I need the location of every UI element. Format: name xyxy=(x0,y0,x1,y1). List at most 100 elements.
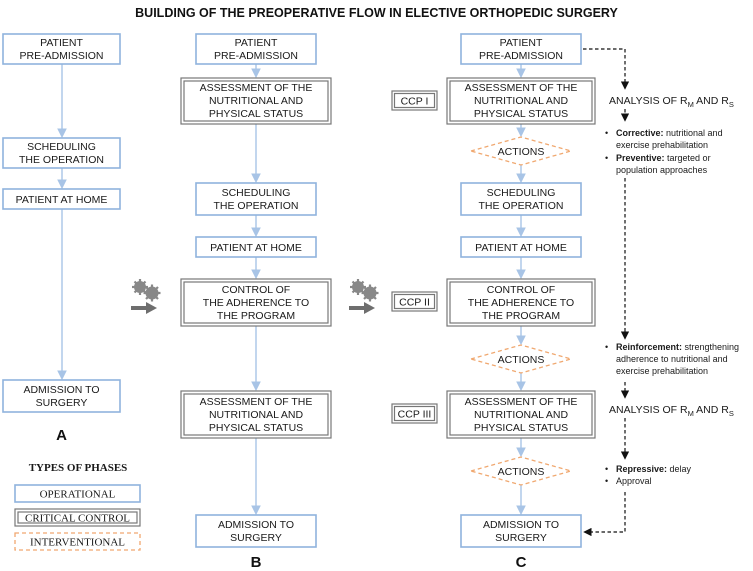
svg-text:PATIENT: PATIENT xyxy=(500,37,543,49)
svg-text:ASSESSMENT OF THE: ASSESSMENT OF THE xyxy=(465,396,578,408)
side-annotations: ANALYSIS OF RM AND RS • Corrective: nutr… xyxy=(583,48,739,537)
svg-text:SURGERY: SURGERY xyxy=(495,532,547,544)
c-actions-diamond-2: ACTIONS xyxy=(468,344,574,374)
svg-text:NUTRITIONAL AND: NUTRITIONAL AND xyxy=(474,95,569,107)
legend-interventional: INTERVENTIONAL xyxy=(14,532,141,551)
a-patient-at-home-box: PATIENT AT HOME xyxy=(2,188,121,210)
legend-title: TYPES OF PHASES xyxy=(29,462,128,474)
svg-text:exercise prehabilitation: exercise prehabilitation xyxy=(616,366,708,376)
column-c-letter: C xyxy=(516,554,527,571)
svg-text:CRITICAL CONTROL: CRITICAL CONTROL xyxy=(25,513,130,525)
column-b: PATIENT PRE-ADMISSION ASSESSMENT OF THE … xyxy=(180,33,332,571)
svg-text:PATIENT AT HOME: PATIENT AT HOME xyxy=(16,194,108,206)
diagram-title: BUILDING OF THE PREOPERATIVE FLOW IN ELE… xyxy=(135,6,618,20)
column-c: PATIENT PRE-ADMISSION ASSESSMENT OF THE … xyxy=(391,33,596,571)
right-arrow-icon xyxy=(349,302,375,314)
svg-text:ADMISSION TO: ADMISSION TO xyxy=(218,519,294,531)
svg-text:ADMISSION TO: ADMISSION TO xyxy=(483,519,559,531)
svg-text:Reinforcement: strengthening: Reinforcement: strengthening xyxy=(616,342,739,352)
svg-text:THE PROGRAM: THE PROGRAM xyxy=(482,310,560,322)
svg-text:population approaches: population approaches xyxy=(616,165,708,175)
svg-text:CONTROL OF: CONTROL OF xyxy=(222,284,290,296)
svg-text:•: • xyxy=(605,342,608,352)
c-actions-diamond-1: ACTIONS xyxy=(468,136,574,166)
c-scheduling-box: SCHEDULING THE OPERATION xyxy=(460,182,582,216)
b-assessment-box-1: ASSESSMENT OF THE NUTRITIONAL AND PHYSIC… xyxy=(180,77,332,125)
ccp-3-label: CCP III xyxy=(391,403,438,424)
svg-text:NUTRITIONAL AND: NUTRITIONAL AND xyxy=(209,95,304,107)
svg-text:ASSESSMENT OF THE: ASSESSMENT OF THE xyxy=(200,82,313,94)
svg-text:PATIENT: PATIENT xyxy=(235,37,278,49)
gears-icon xyxy=(350,279,379,302)
b-assessment-box-2: ASSESSMENT OF THE NUTRITIONAL AND PHYSIC… xyxy=(180,390,332,439)
c-assessment-box-2: ASSESSMENT OF THE NUTRITIONAL AND PHYSIC… xyxy=(446,390,596,439)
column-a-letter: A xyxy=(56,427,67,444)
legend: TYPES OF PHASES OPERATIONAL CRITICAL CON… xyxy=(14,462,141,551)
c-assessment-box-1: ASSESSMENT OF THE NUTRITIONAL AND PHYSIC… xyxy=(446,77,596,125)
svg-text:CCP I: CCP I xyxy=(401,96,429,108)
c-patient-at-home-box: PATIENT AT HOME xyxy=(460,236,582,258)
b-patient-at-home-box: PATIENT AT HOME xyxy=(195,236,317,258)
svg-text:PATIENT AT HOME: PATIENT AT HOME xyxy=(475,242,567,254)
c-actions-diamond-3: ACTIONS xyxy=(468,456,574,486)
svg-text:PHYSICAL STATUS: PHYSICAL STATUS xyxy=(209,108,303,120)
notes-reinforcement: • Reinforcement: strengthening adherence… xyxy=(605,342,739,376)
svg-text:CCP II: CCP II xyxy=(399,297,430,309)
svg-text:•: • xyxy=(605,476,608,486)
c-control-box: CONTROL OF THE ADHERENCE TO THE PROGRAM xyxy=(446,278,596,327)
svg-text:ACTIONS: ACTIONS xyxy=(498,354,545,366)
analysis-label-2: ANALYSIS OF RM AND RS xyxy=(609,404,734,418)
svg-text:Repressive: delay: Repressive: delay xyxy=(616,464,692,474)
svg-text:ADMISSION TO: ADMISSION TO xyxy=(23,384,99,396)
a-scheduling-box: SCHEDULING THE OPERATION xyxy=(2,137,121,169)
svg-text:ACTIONS: ACTIONS xyxy=(498,466,545,478)
analysis-label-1: ANALYSIS OF RM AND RS xyxy=(609,95,734,109)
column-b-letter: B xyxy=(251,554,262,571)
right-arrow-icon xyxy=(131,302,157,314)
svg-text:THE PROGRAM: THE PROGRAM xyxy=(217,310,295,322)
svg-text:PRE-ADMISSION: PRE-ADMISSION xyxy=(479,50,563,62)
c-patient-pre-admission-box: PATIENT PRE-ADMISSION xyxy=(460,33,582,65)
svg-text:Approval: Approval xyxy=(616,476,652,486)
b-patient-pre-admission-box: PATIENT PRE-ADMISSION xyxy=(195,33,317,65)
notes-repressive-approval: • Repressive: delay • Approval xyxy=(605,464,692,486)
svg-text:•: • xyxy=(605,153,608,163)
svg-text:exercise prehabilitation: exercise prehabilitation xyxy=(616,140,708,150)
svg-text:•: • xyxy=(605,128,608,138)
svg-text:SCHEDULING: SCHEDULING xyxy=(222,187,291,199)
svg-text:THE OPERATION: THE OPERATION xyxy=(19,154,104,166)
svg-text:ASSESSMENT OF THE: ASSESSMENT OF THE xyxy=(465,82,578,94)
svg-text:THE ADHERENCE TO: THE ADHERENCE TO xyxy=(203,297,309,309)
svg-text:THE ADHERENCE TO: THE ADHERENCE TO xyxy=(468,297,574,309)
svg-text:ASSESSMENT OF THE: ASSESSMENT OF THE xyxy=(200,396,313,408)
ccp-2-label: CCP II xyxy=(391,291,438,312)
svg-text:PRE-ADMISSION: PRE-ADMISSION xyxy=(214,50,298,62)
svg-text:SCHEDULING: SCHEDULING xyxy=(27,141,96,153)
column-a: PATIENT PRE-ADMISSION SCHEDULING THE OPE… xyxy=(2,33,121,444)
gears-icon xyxy=(132,279,161,302)
a-patient-pre-admission-box: PATIENT PRE-ADMISSION xyxy=(2,33,121,65)
ccp-1-label: CCP I xyxy=(391,90,438,111)
svg-text:SCHEDULING: SCHEDULING xyxy=(487,187,556,199)
legend-critical-control: CRITICAL CONTROL xyxy=(14,508,141,527)
svg-text:THE OPERATION: THE OPERATION xyxy=(214,200,299,212)
svg-text:THE OPERATION: THE OPERATION xyxy=(479,200,564,212)
svg-text:INTERVENTIONAL: INTERVENTIONAL xyxy=(30,537,125,549)
c-admission-box: ADMISSION TO SURGERY xyxy=(460,514,582,548)
svg-text:Preventive: targeted or: Preventive: targeted or xyxy=(616,153,711,163)
svg-text:PRE-ADMISSION: PRE-ADMISSION xyxy=(19,50,103,62)
svg-text:ACTIONS: ACTIONS xyxy=(498,146,545,158)
legend-operational: OPERATIONAL xyxy=(14,484,141,503)
svg-text:PHYSICAL STATUS: PHYSICAL STATUS xyxy=(474,422,568,434)
svg-text:adherence to nutritional and: adherence to nutritional and xyxy=(616,354,728,364)
svg-text:PATIENT: PATIENT xyxy=(40,37,83,49)
b-scheduling-box: SCHEDULING THE OPERATION xyxy=(195,182,317,216)
svg-text:SURGERY: SURGERY xyxy=(36,397,88,409)
svg-text:•: • xyxy=(605,464,608,474)
svg-text:NUTRITIONAL AND: NUTRITIONAL AND xyxy=(209,409,304,421)
b-admission-box: ADMISSION TO SURGERY xyxy=(195,514,317,548)
svg-text:CCP III: CCP III xyxy=(398,409,432,421)
notes-corrective-preventive: • Corrective: nutritional and exercise p… xyxy=(605,128,723,175)
svg-text:CONTROL OF: CONTROL OF xyxy=(487,284,555,296)
